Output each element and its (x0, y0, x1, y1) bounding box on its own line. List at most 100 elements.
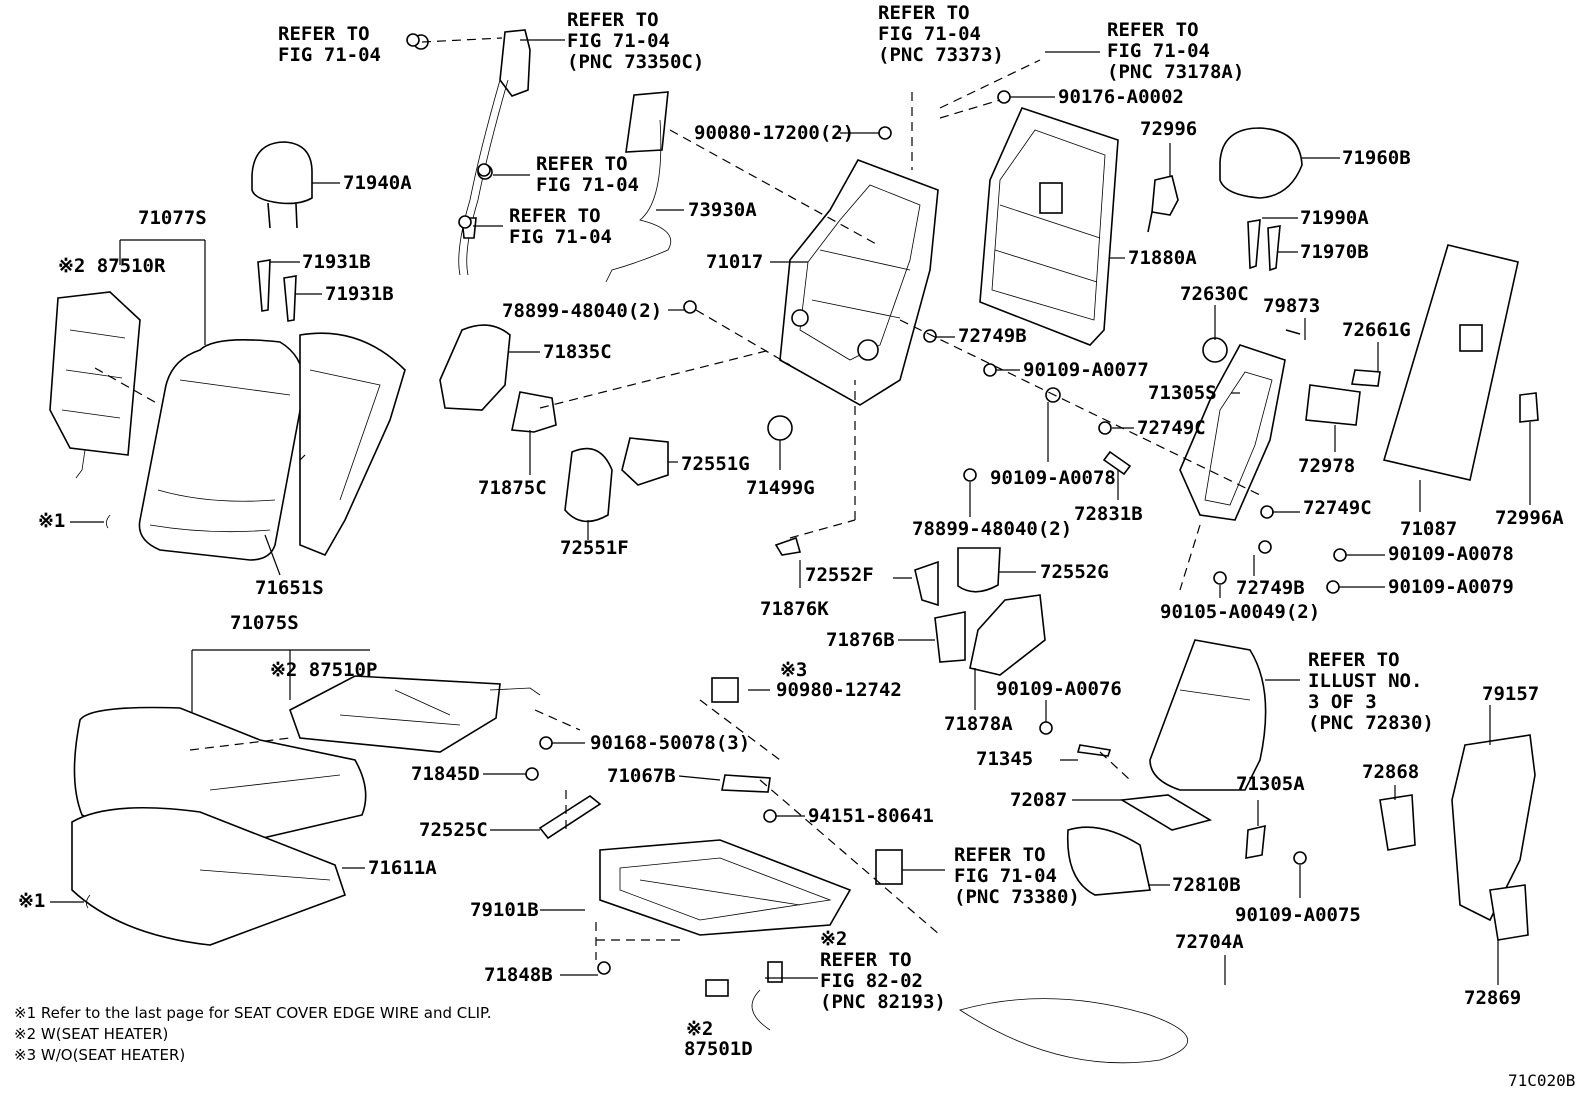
bushing-71499g-icon (767, 415, 793, 441)
recliner-cover-icon (564, 437, 669, 523)
back-board-icon (979, 107, 1119, 346)
part-label: 71835C (543, 341, 612, 363)
back-panel-icon (1382, 244, 1519, 481)
part-label: 72704A (1175, 931, 1244, 953)
cover-72087-icon (1119, 794, 1213, 831)
part-label: 71611A (368, 857, 437, 879)
part-label: ※1 (38, 510, 65, 532)
figure-code: 71C020B (1508, 1071, 1575, 1090)
part-label: 71651S (255, 577, 324, 599)
seatback-frame-icon (779, 159, 939, 406)
part-label: 71067B (607, 765, 676, 787)
part-label: 71990A (1300, 207, 1369, 229)
part-label: 71499G (746, 477, 815, 499)
side-covers-icon (439, 324, 557, 433)
part-label: 72868 (1362, 761, 1419, 783)
part-label: 71931B (325, 283, 394, 305)
part-label: 71940A (343, 172, 412, 194)
cover-71878a-icon (969, 594, 1046, 676)
part-label: 72996A (1495, 507, 1564, 529)
part-label: 90176-A0002 (1058, 86, 1184, 108)
part-label: 71876B (826, 629, 895, 651)
part-label: 71848B (484, 964, 553, 986)
callout-refer-7104-a: REFER TO FIG 71-04 (278, 23, 381, 66)
seat-frame-icon (538, 795, 852, 936)
part-label: 72749C (1303, 497, 1372, 519)
part-label: 72552F (805, 564, 874, 586)
seat-belt-icon (413, 29, 531, 276)
callout-refer-7104-b: REFER TO FIG 71-04 (536, 153, 639, 196)
part-label: 72978 (1298, 455, 1355, 477)
callout-refer-7104-c: REFER TO FIG 71-04 (509, 205, 612, 248)
lock-72996a-icon (1519, 392, 1539, 423)
callout-refer-73350c: REFER TO FIG 71-04 (PNC 73350C) (567, 9, 704, 73)
leader-lines (50, 37, 1531, 985)
bracket-71876k-icon (774, 536, 802, 556)
part-label: 90105-A0049(2) (1160, 601, 1320, 623)
reclining-covers-icon (914, 547, 1001, 607)
clip-icon (86, 894, 91, 909)
part-label: 71305S (1148, 382, 1217, 404)
side-shield-icon (1379, 734, 1536, 941)
clip-icon (106, 514, 111, 529)
part-illustrations (49, 29, 1539, 1064)
part-label: 72551F (560, 537, 629, 559)
part-label: 72551G (681, 453, 750, 475)
heater-pad-87510r-icon (49, 291, 141, 479)
footnotes: ※1 Refer to the last page for SEAT COVER… (14, 1004, 1575, 1090)
part-label: 71017 (706, 251, 763, 273)
cover-72810b-icon (1066, 826, 1151, 896)
callout-refer-73373: REFER TO FIG 71-04 (PNC 73373) (878, 2, 1004, 66)
bracket-71876b-icon (934, 611, 966, 663)
part-label: 72831B (1074, 503, 1143, 525)
part-label: 71077S (138, 207, 207, 229)
part-label: 90980-12742 (776, 679, 902, 701)
seatback-cushion-icon (138, 332, 406, 561)
part-label: 90109-A0076 (996, 678, 1122, 700)
part-label: 72552G (1040, 561, 1109, 583)
footnote-1: ※1 Refer to the last page for SEAT COVER… (14, 1004, 491, 1022)
part-label: 90080-17200(2) (694, 122, 854, 144)
headrest-guide-icon (257, 259, 297, 322)
part-label: 87501D (684, 1038, 753, 1060)
part-label: ※2 (686, 1018, 713, 1040)
cable-72704a-icon (959, 998, 1189, 1064)
part-label: ※1 (18, 890, 45, 912)
fasteners-icon (406, 33, 1347, 975)
lock-72996-icon (1147, 175, 1179, 233)
part-label: 78899-48040(2) (502, 300, 662, 322)
connector-90980-icon (711, 677, 739, 703)
part-label: 72996 (1140, 118, 1197, 140)
part-label: 90109-A0078 (1388, 543, 1514, 565)
part-label: 79873 (1263, 295, 1320, 317)
part-label: 72749B (1236, 577, 1305, 599)
part-label: 71960B (1342, 147, 1411, 169)
footnote-2: ※2 W(SEAT HEATER) (14, 1025, 168, 1043)
switch-73380-icon (875, 849, 903, 885)
part-label: ※3 (780, 659, 807, 681)
callouts: REFER TO FIG 71-04 REFER TO FIG 71-04 (P… (278, 2, 1434, 1013)
part-label: 71876K (760, 598, 829, 620)
handle-parts-icon (1305, 369, 1381, 426)
part-label: 71087 (1400, 518, 1457, 540)
part-label: 79101B (470, 899, 539, 921)
part-label: ※2 87510P (270, 659, 377, 681)
bracket-71067b-icon (721, 774, 771, 793)
footnote-3: ※3 W/O(SEAT HEATER) (14, 1046, 185, 1064)
part-label: 72630C (1180, 283, 1249, 305)
part-label: 71931B (302, 251, 371, 273)
part-label: ※2 87510R (58, 255, 166, 277)
harness-73930a-icon (605, 91, 672, 283)
part-label: 72810B (1172, 874, 1241, 896)
callout-refer-73380: REFER TO FIG 71-04 (PNC 73380) (954, 844, 1080, 908)
seatback-right-shell-icon (1149, 639, 1267, 859)
part-label: 90168-50078(3) (590, 732, 750, 754)
part-label: 71305A (1236, 773, 1305, 795)
part-label: 73930A (688, 199, 757, 221)
part-label: 90109-A0078 (990, 467, 1116, 489)
part-label: 78899-48040(2) (912, 518, 1072, 540)
part-label: 71878A (944, 713, 1013, 735)
part-label: 71880A (1128, 247, 1197, 269)
seatback-frame-right-icon (1179, 329, 1301, 521)
